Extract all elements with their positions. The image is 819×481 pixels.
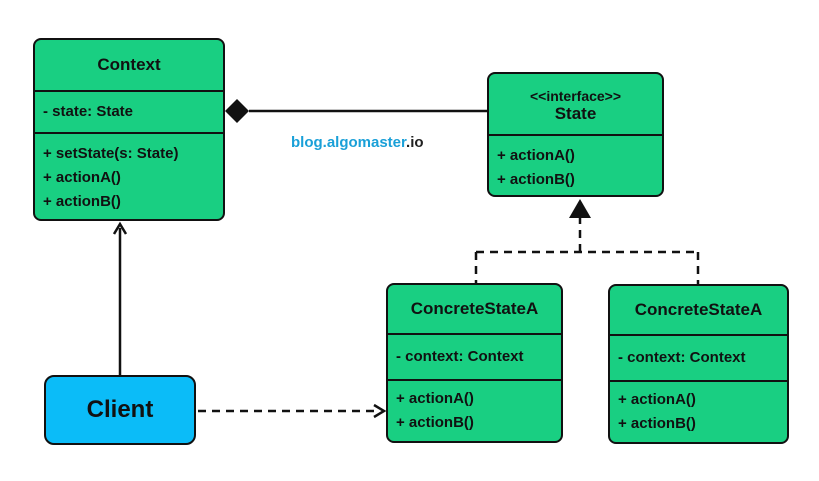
state-title: State [554,104,597,123]
context-operation: + setState(s: State) [43,145,179,162]
state-operations: + actionA() + actionB() [489,134,662,195]
context-attributes: - state: State [35,90,223,132]
state-header: <<interface>> State [489,74,662,134]
concrete-b-operations: + actionA() + actionB() [610,380,787,440]
watermark-tld: .io [406,134,424,151]
concrete-state-b-class: ConcreteStateA - context: Context + acti… [608,284,789,444]
state-operation: + actionB() [497,171,575,188]
state-interface: <<interface>> State + actionA() + action… [487,72,664,197]
concrete-b-attribute: - context: Context [618,349,746,366]
realize-arrowhead [569,199,591,218]
concrete-a-header: ConcreteStateA [388,285,561,333]
context-operation: + actionB() [43,193,121,210]
concrete-a-operations: + actionA() + actionB() [388,379,561,439]
concrete-b-attributes: - context: Context [610,334,787,380]
concrete-a-operation: + actionA() [396,390,474,407]
concrete-b-header: ConcreteStateA [610,286,787,334]
composition-diamond [225,99,249,123]
context-operation: + actionA() [43,169,121,186]
watermark-domain: blog.algomaster [291,134,407,151]
concrete-a-title: ConcreteStateA [410,299,539,318]
context-operations: + setState(s: State) + actionA() + actio… [35,132,223,218]
client-label: Client [86,396,154,423]
client-node: Client [44,375,196,445]
context-class: Context - state: State + setState(s: Sta… [33,38,225,221]
watermark: blog.algomaster.io [291,134,424,151]
client-concrete-arrowhead [373,403,387,419]
concrete-a-attributes: - context: Context [388,333,561,379]
concrete-state-a-class: ConcreteStateA - context: Context + acti… [386,283,563,443]
concrete-b-title: ConcreteStateA [634,300,763,319]
state-operation: + actionA() [497,147,575,164]
context-header: Context [35,40,223,90]
state-stereotype: <<interface>> [529,88,622,104]
concrete-a-operation: + actionB() [396,414,474,431]
context-attribute: - state: State [43,103,134,120]
context-title: Context [97,55,161,74]
concrete-b-operation: + actionB() [618,415,696,432]
concrete-b-operation: + actionA() [618,391,696,408]
client-context-arrowhead [112,221,128,235]
concrete-a-attribute: - context: Context [396,348,524,365]
